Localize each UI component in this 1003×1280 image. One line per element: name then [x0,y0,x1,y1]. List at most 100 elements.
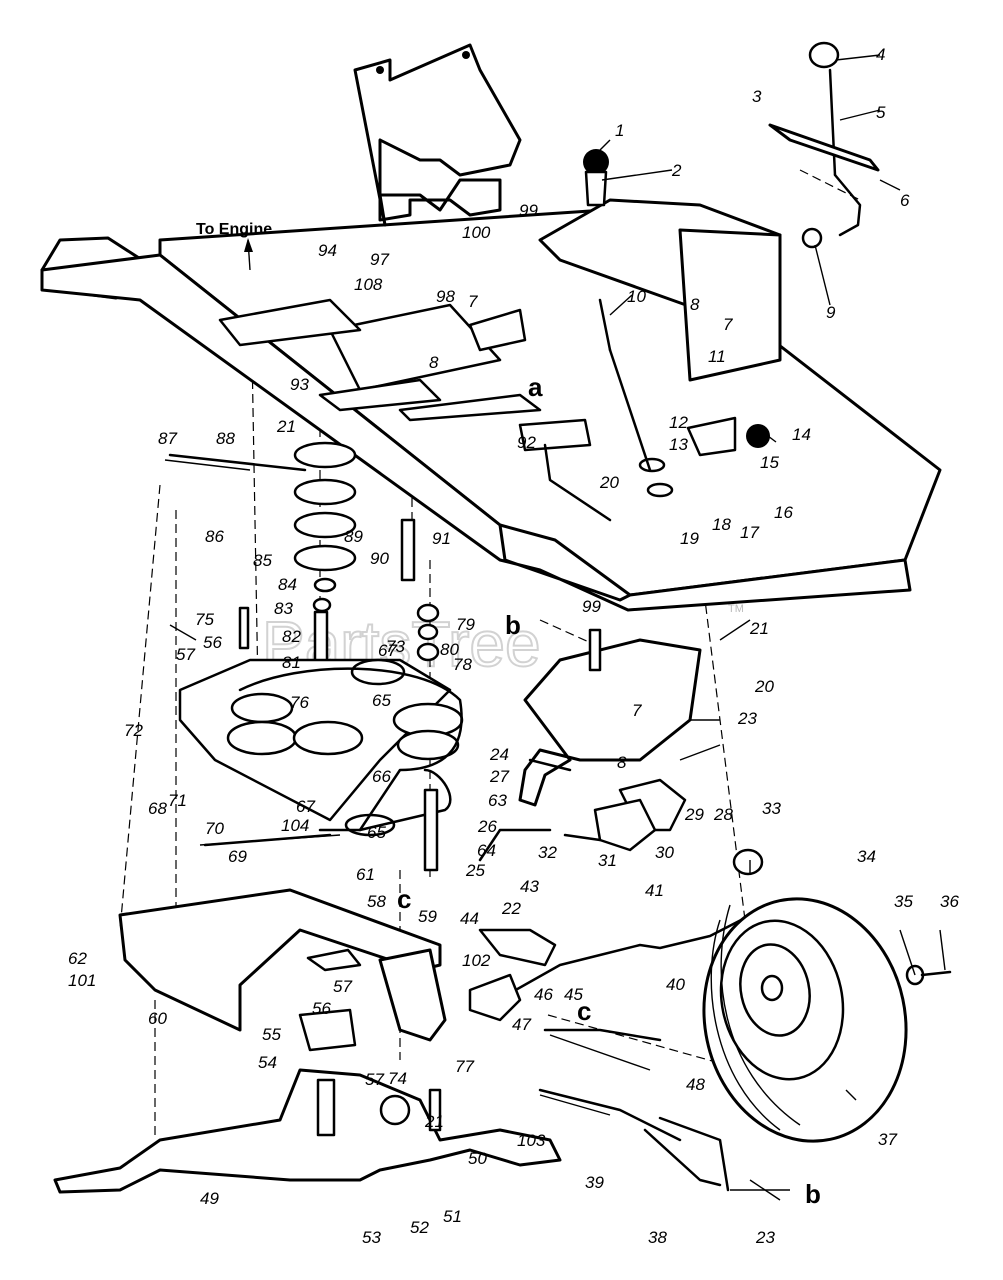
part-label: 51 [443,1207,462,1226]
part-label: 99 [519,201,538,220]
part-label: 3 [752,87,762,106]
wheel [702,848,952,1143]
part-label: 72 [124,721,143,740]
part-label: 77 [455,1057,474,1076]
part-label: 99 [582,597,601,616]
seat-bracket [353,43,522,227]
part-label: 44 [460,909,479,928]
part-label: 21 [749,619,769,638]
part-label: 70 [205,819,224,838]
part-label: 84 [278,575,297,594]
part-label: 83 [274,599,293,618]
part-label: 60 [148,1009,167,1028]
part-label: 55 [262,1025,281,1044]
part-label: 85 [253,551,272,570]
part-label: 20 [599,473,619,492]
part-label: 57 [333,977,352,996]
part-label: 8 [690,295,700,314]
part-label: 67 [378,641,397,660]
letter-label-c: c [397,884,411,914]
part-label: 94 [318,241,337,260]
part-label: 32 [538,843,557,862]
part-label: 7 [468,292,478,311]
part-label: 15 [760,453,779,472]
part-label: 27 [489,767,509,786]
part-label: 36 [940,892,959,911]
part-label: 57 [365,1070,384,1089]
part-label: 108 [354,275,383,294]
letter-label-c: c [577,996,591,1026]
part-label: 68 [148,799,167,818]
part-label: 87 [158,429,177,448]
part-label: 56 [203,633,222,652]
part-label: 6 [900,191,910,210]
arrow-head-icon [244,238,253,252]
part-label: 23 [737,709,757,728]
part-label: 93 [290,375,309,394]
trademark-mark: TM [728,603,744,615]
part-label: 4 [876,45,885,64]
part-label: 25 [465,861,485,880]
frame-deck [40,198,942,612]
part-label: 98 [436,287,455,306]
part-label: 7 [723,315,733,334]
part-label: 52 [410,1218,429,1237]
part-label: 38 [648,1228,667,1247]
part-label: 9 [826,303,836,322]
part-label: 62 [68,949,87,968]
part-labels: 1 2 3 4 5 6 7 7 7 8 8 8 9 10 11 12 13 14… [68,45,959,1247]
part-label: 46 [534,985,553,1004]
part-label: 30 [655,843,674,862]
pulley-assembly [164,441,464,872]
letter-label-a: a [528,372,543,402]
part-label: 63 [488,791,507,810]
part-label: 89 [344,527,363,546]
part-label: 57 [176,645,195,664]
part-label: 21 [424,1112,444,1131]
part-label: 91 [432,529,451,548]
part-label: 24 [489,745,509,764]
right-linkage [468,628,747,1192]
part-label: 11 [708,347,726,366]
part-label: 76 [290,693,309,712]
part-label: 47 [512,1015,531,1034]
part-label: 21 [276,417,296,436]
part-label: 34 [857,847,876,866]
letter-label-b: b [805,1179,821,1209]
transmission-plate [118,888,447,1042]
part-label: 2 [671,161,682,180]
part-label: 39 [585,1173,604,1192]
part-label: 43 [520,877,539,896]
part-label: 7 [632,701,642,720]
part-label: 73 [386,637,405,656]
part-label: 29 [684,805,704,824]
part-label: 50 [468,1149,487,1168]
part-label: 53 [362,1228,381,1247]
part-label: 54 [258,1053,277,1072]
part-label: 5 [876,103,886,122]
part-label: 26 [477,817,497,836]
part-label: 100 [462,223,491,242]
part-label: 8 [617,753,627,772]
to-engine-annotation: To Engine [196,221,272,238]
part-label: 65 [367,823,386,842]
part-label: 33 [762,799,781,818]
part-label: 40 [666,975,685,994]
part-label: 48 [686,1075,705,1094]
part-label: 20 [754,677,774,696]
part-label: 64 [477,841,496,860]
part-label: 103 [517,1131,546,1150]
part-label: 78 [453,655,472,674]
shift-assembly [468,41,880,522]
part-label: 41 [645,881,664,900]
part-label: 102 [462,951,491,970]
part-label: 56 [312,999,331,1018]
part-label: 61 [356,865,375,884]
part-label: 101 [68,971,96,990]
part-label: 49 [200,1189,219,1208]
transaxle [53,1008,562,1194]
part-label: 74 [388,1069,407,1088]
part-label: 13 [669,435,688,454]
part-label: 22 [501,899,521,918]
